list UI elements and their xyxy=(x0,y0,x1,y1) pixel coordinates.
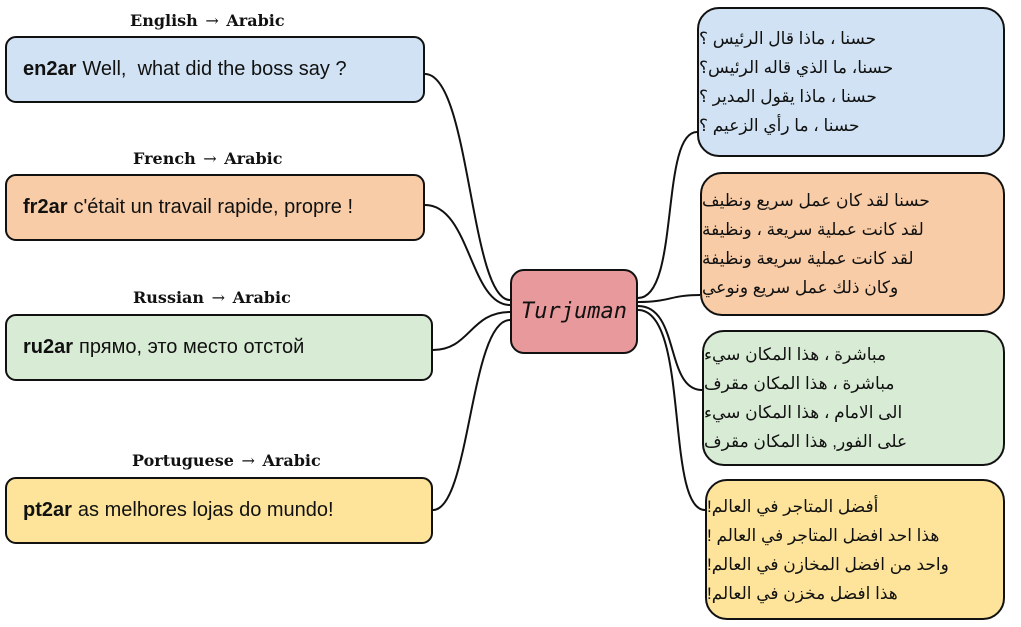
lang-label-source: French xyxy=(133,149,196,168)
output-line: حسنا، ما الذي قاله الرئيس؟ xyxy=(699,58,894,77)
lang-label-target: Arabic xyxy=(226,11,285,30)
lang-label-target: Arabic xyxy=(224,149,283,168)
output-line: على الفور, هذا المكان مقرف xyxy=(704,432,908,451)
source-box-ru2ar: ru2ar прямо, это место отстой xyxy=(5,314,433,381)
lang-label-target: Arabic xyxy=(232,288,291,307)
lang-code: fr2ar xyxy=(23,196,68,218)
source-box-fr2ar: fr2ar c'était un travail rapide, propre … xyxy=(5,174,425,241)
connector-en2ar-source xyxy=(424,73,511,301)
lang-label-source: Russian xyxy=(133,288,205,307)
lang-label-fr2ar: French → Arabic xyxy=(133,149,282,168)
center-node: Turjuman xyxy=(510,269,638,354)
connector-fr2ar-source xyxy=(424,204,511,306)
output-line: مباشرة ، هذا المكان سيء xyxy=(704,345,887,364)
output-line: لقد كانت عملية سريعة ونظيفة xyxy=(702,249,914,268)
output-box-en2ar: حسنا ، ماذا قال الرئيس ؟ حسنا، ما الذي ق… xyxy=(697,7,1005,157)
lang-code: en2ar xyxy=(23,58,77,80)
connector-fr2ar-output xyxy=(637,294,701,303)
output-line: حسنا ، ما رأي الزعيم ؟ xyxy=(699,116,860,135)
connector-pt2ar-output xyxy=(637,309,706,511)
output-line: هذا احد افضل المتاجر في العالم ! xyxy=(707,525,940,545)
arrow-icon: → xyxy=(211,288,226,307)
output-line: حسنا ، ماذا يقول المدير ؟ xyxy=(699,87,877,106)
source-text: c'était un travail rapide, propre ! xyxy=(73,196,354,218)
lang-label-source: Portuguese xyxy=(132,451,234,470)
output-line: حسنا لقد كان عمل سريع ونظيف xyxy=(702,191,930,210)
output-box-fr2ar: حسنا لقد كان عمل سريع ونظيف لقد كانت عمل… xyxy=(700,172,1005,316)
source-box-pt2ar: pt2ar as melhores lojas do mundo! xyxy=(5,477,433,544)
connector-en2ar-output xyxy=(637,131,698,299)
lang-label-source: English xyxy=(130,11,198,30)
source-box-en2ar: en2ar Well, what did the boss say ? xyxy=(5,36,425,103)
output-box-ru2ar: مباشرة ، هذا المكان سيء مباشرة ، هذا الم… xyxy=(702,330,1005,466)
output-box-pt2ar: أفضل المتاجر في العالم! هذا احد افضل الم… xyxy=(705,479,1005,620)
output-line: حسنا ، ماذا قال الرئيس ؟ xyxy=(699,29,877,48)
output-line: هذا افضل مخزن في العالم! xyxy=(707,583,898,603)
output-line: لقد كانت عملية سريعة ، ونظيفة xyxy=(702,220,924,239)
output-line: وكان ذلك عمل سريع ونوعي xyxy=(702,278,899,297)
lang-label-ru2ar: Russian → Arabic xyxy=(133,288,291,307)
lang-label-target: Arabic xyxy=(262,451,321,470)
source-text: прямо, это место отстой xyxy=(79,336,305,358)
output-line: مباشرة ، هذا المكان مقرف xyxy=(704,374,895,393)
connector-ru2ar-source xyxy=(432,311,511,351)
output-line: أفضل المتاجر في العالم! xyxy=(707,496,879,516)
lang-label-en2ar: English → Arabic xyxy=(130,11,285,30)
lang-code: pt2ar xyxy=(23,499,72,521)
source-text: as melhores lojas do mundo! xyxy=(77,499,334,521)
center-node-label: Turjuman xyxy=(521,299,627,324)
arrow-icon: → xyxy=(241,451,255,470)
output-line: الى الامام ، هذا المكان سيء xyxy=(704,403,903,422)
arrow-icon: → xyxy=(205,11,219,30)
source-text: Well, what did the boss say ? xyxy=(82,58,347,80)
lang-code: ru2ar xyxy=(23,336,74,358)
connector-pt2ar-source xyxy=(432,319,511,511)
arrow-icon: → xyxy=(203,149,217,168)
lang-label-pt2ar: Portuguese → Arabic xyxy=(132,451,321,470)
output-line: واحد من افضل المخازن في العالم! xyxy=(707,554,949,574)
connector-ru2ar-output xyxy=(637,305,703,391)
